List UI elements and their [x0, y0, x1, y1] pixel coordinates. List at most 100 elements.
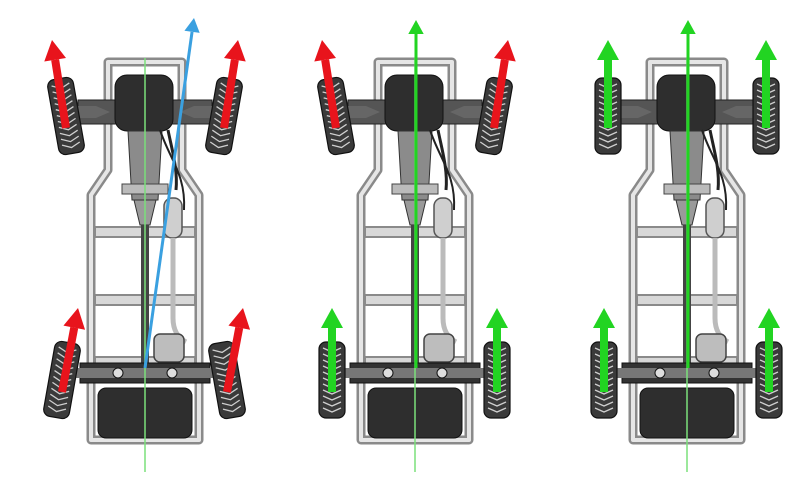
- tail-pipe: [712, 238, 730, 345]
- axle-bolt: [382, 367, 394, 379]
- front-right-arrow-shaft: [490, 59, 509, 129]
- rear-right-tire-tread: [759, 407, 779, 413]
- rear-right-tire-tread: [222, 405, 242, 413]
- rear-left-arrow-shaft: [58, 326, 79, 393]
- front-right-tire-tread: [756, 131, 776, 137]
- exhaust-pipe-b: [701, 129, 728, 211]
- front-right-arrow: [490, 40, 516, 129]
- exhaust-pipe-a: [708, 129, 720, 191]
- panel-2: [314, 20, 516, 472]
- exhaust-pipe-b: [429, 129, 456, 211]
- rear-left-arrow: [593, 308, 615, 392]
- tail-pipe: [170, 238, 188, 345]
- axle-bolt: [708, 367, 720, 379]
- rear-left-arrow-head: [63, 308, 86, 330]
- front-right-tire-tread: [756, 125, 776, 131]
- rear-left-tire-tread: [594, 401, 614, 407]
- thrust-line-arrow-head: [184, 18, 200, 33]
- rear-right-tire-tread: [221, 399, 241, 407]
- front-left-tire-tread: [60, 135, 80, 143]
- tail-pipe: [440, 238, 458, 345]
- rear-right-tire-tread: [487, 407, 507, 413]
- rear-right-tire-tread: [219, 387, 238, 395]
- rear-left-tire-tread: [322, 407, 342, 413]
- front-left-tire-tread: [61, 141, 81, 149]
- front-left-tire-tread: [330, 135, 350, 143]
- front-left-tire-tread: [598, 137, 618, 143]
- front-left-arrow: [314, 40, 340, 129]
- front-right-arrow: [755, 40, 777, 128]
- rear-left-tire-tread: [322, 401, 342, 407]
- engine-block: [114, 74, 174, 132]
- rear-right-tire-tread: [220, 393, 240, 401]
- front-right-tire-tread: [756, 137, 776, 143]
- frame-rail-inner: [631, 60, 743, 442]
- front-left-tire-tread: [598, 143, 618, 149]
- front-left-arrow-head: [314, 40, 337, 62]
- rear-left-arrow: [58, 308, 86, 393]
- axle-bolt: [166, 367, 178, 379]
- muffler: [433, 197, 453, 239]
- rear-right-arrow: [223, 308, 251, 393]
- rear-left-tire-tread: [594, 389, 614, 395]
- front-right-tire-tread: [211, 129, 231, 137]
- front-left-tire: [47, 76, 85, 156]
- rear-right-arrow: [758, 308, 780, 392]
- rear-left-tire-tread: [594, 407, 614, 413]
- front-right-tire-tread: [480, 135, 500, 143]
- rear-right-arrow-head: [758, 308, 780, 328]
- rear-left-arrow-head: [593, 308, 615, 328]
- front-right-tire-tread: [481, 129, 501, 137]
- front-right-tire-tread: [209, 141, 229, 149]
- rear-left-tire-tread: [322, 395, 342, 401]
- front-right-arrow-head: [223, 40, 246, 62]
- thrust-line-arrow: [143, 18, 200, 369]
- rear-right-arrow: [486, 308, 508, 392]
- front-left-tire-tread: [598, 125, 618, 131]
- rear-right-tire-tread: [759, 389, 779, 395]
- exhaust-pipe-a: [436, 129, 448, 191]
- rear-left-arrow: [321, 308, 343, 392]
- front-left-tire-tread: [59, 129, 79, 137]
- front-right-arrow-head: [755, 40, 777, 60]
- rear-left-tire-tread: [594, 395, 614, 401]
- front-right-tire-tread: [210, 135, 230, 143]
- rear-left-arrow-head: [321, 308, 343, 328]
- axle-bolt: [112, 367, 124, 379]
- front-left-tire-tread: [331, 141, 351, 149]
- front-left-tire-tread: [598, 131, 618, 137]
- thrust-line-arrow-shaft: [143, 31, 194, 369]
- front-left-arrow-head: [597, 40, 619, 60]
- front-left-arrow-shaft: [321, 59, 340, 129]
- front-right-arrow: [220, 40, 246, 129]
- front-right-arrow-shaft: [220, 59, 239, 129]
- front-left-arrow: [597, 40, 619, 128]
- engine-block: [656, 74, 716, 132]
- rear-right-tire-tread: [487, 395, 507, 401]
- frame-rail-inner: [359, 60, 471, 442]
- front-left-arrow-head: [44, 40, 67, 62]
- front-left-tire-tread: [329, 129, 349, 137]
- muffler: [705, 197, 725, 239]
- thrust-line-arrow-head: [680, 20, 696, 34]
- rear-left-tire-tread: [47, 405, 67, 413]
- panel-3: [590, 20, 783, 472]
- exhaust-pipe-b: [159, 129, 186, 211]
- thrust-line-arrow: [408, 20, 424, 368]
- rear-right-tire-tread: [487, 389, 507, 395]
- thrust-line-arrow-head: [408, 20, 424, 34]
- front-right-tire-tread: [479, 141, 499, 149]
- rear-right-tire-tread: [212, 346, 231, 354]
- rear-left-tire-tread: [322, 389, 342, 395]
- rear-differential: [153, 333, 185, 363]
- front-right-arrow-head: [493, 40, 516, 62]
- front-left-arrow-shaft: [51, 59, 70, 129]
- rear-differential: [423, 333, 455, 363]
- rear-differential: [695, 333, 727, 363]
- thrust-line-arrow: [680, 20, 696, 368]
- rear-left-tire-tread: [48, 399, 68, 407]
- rear-right-tire-tread: [213, 352, 232, 360]
- front-right-tire-tread: [756, 143, 776, 149]
- rear-right-tire-tread: [487, 401, 507, 407]
